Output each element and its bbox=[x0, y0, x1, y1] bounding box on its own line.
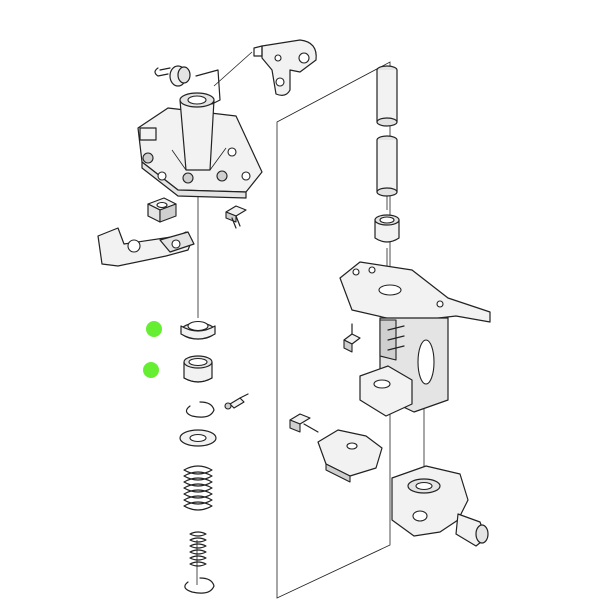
callout-markers bbox=[143, 321, 162, 378]
bracket-screw bbox=[289, 413, 319, 433]
flat-washer bbox=[179, 429, 217, 447]
upper-rod bbox=[376, 65, 398, 127]
housing-screw bbox=[225, 205, 247, 229]
bottom-yoke bbox=[391, 465, 489, 547]
lower-rod bbox=[376, 135, 398, 197]
subassembly-frame bbox=[276, 61, 391, 599]
crank-lever bbox=[97, 227, 195, 267]
top-roller bbox=[169, 65, 191, 87]
small-spring bbox=[189, 531, 207, 567]
right-frame bbox=[339, 261, 491, 417]
block-bracket bbox=[317, 429, 383, 483]
main-housing bbox=[137, 69, 263, 199]
upper-ring bbox=[180, 320, 216, 340]
snap-ring-lower bbox=[184, 577, 215, 594]
small-bracket bbox=[253, 39, 317, 96]
large-spring bbox=[183, 465, 213, 511]
callout-bushing-marker[interactable] bbox=[143, 362, 159, 378]
snap-ring-upper bbox=[185, 401, 215, 418]
right-bushing bbox=[374, 214, 400, 243]
square-block bbox=[147, 197, 177, 223]
top-clip bbox=[154, 67, 171, 77]
bushing bbox=[183, 355, 213, 383]
callout-upper-ring-marker[interactable] bbox=[146, 321, 162, 337]
frame-screw bbox=[343, 323, 361, 353]
small-pin bbox=[224, 393, 249, 410]
